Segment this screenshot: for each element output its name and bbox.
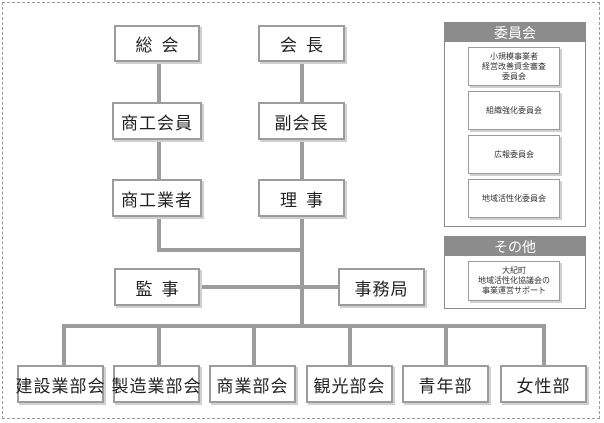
node-vice-chairman: 副会長 [258, 102, 345, 140]
node-director: 理事 [258, 179, 345, 217]
node-women-division: 女性部 [500, 365, 587, 403]
other-title: その他 [445, 237, 585, 256]
node-member: 商工会員 [112, 102, 202, 140]
committee-item: 組織強化委員会 [468, 91, 560, 130]
node-youth-division: 青年部 [402, 365, 489, 403]
node-commerce-division: 商業部会 [209, 365, 296, 403]
committee-item: 地域活性化委員会 [468, 179, 560, 218]
node-business-operator: 商工業者 [112, 179, 202, 217]
committees-panel: 委員会 小規模事業者 経営改善資金審査 委員会 組織強化委員会 広報委員会 地域… [444, 22, 586, 227]
node-general-assembly: 総会 [114, 25, 200, 62]
other-panel: その他 大紀町 地域活性化協議会の 事業運営サポート [444, 236, 586, 309]
other-item: 大紀町 地域活性化協議会の 事業運営サポート [468, 261, 560, 301]
node-tourism-division: 観光部会 [306, 365, 393, 403]
committee-item: 小規模事業者 経営改善資金審査 委員会 [468, 47, 560, 86]
node-auditor: 監事 [114, 268, 200, 306]
node-manufacturing-division: 製造業部会 [112, 365, 201, 403]
committees-title: 委員会 [445, 23, 585, 42]
committee-item: 広報委員会 [468, 135, 560, 174]
node-construction-division: 建設業部会 [16, 365, 105, 403]
outer-frame [2, 2, 600, 419]
node-chairman: 会長 [258, 25, 345, 62]
node-secretariat: 事務局 [338, 268, 425, 306]
